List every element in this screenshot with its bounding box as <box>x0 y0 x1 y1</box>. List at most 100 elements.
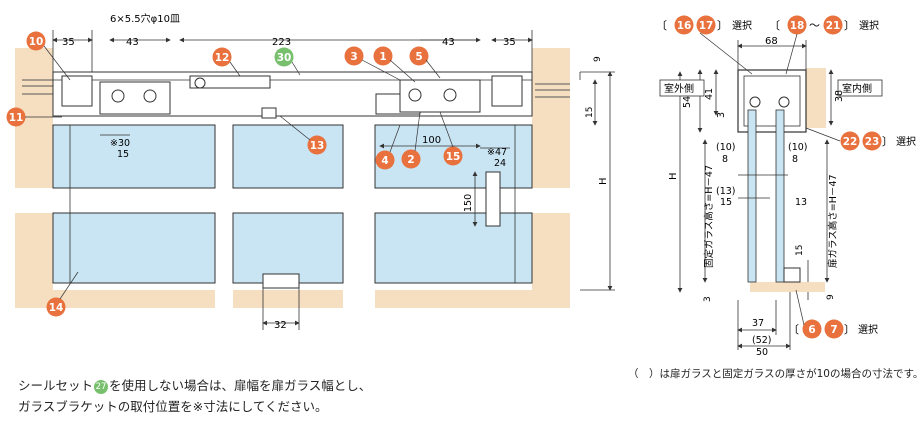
bracket-open-16: 〔 <box>656 19 667 32</box>
dim-38: 38 <box>834 90 845 102</box>
callout-4: 4 <box>375 150 395 170</box>
fixed-glass-left <box>52 124 216 189</box>
offset-left-value: 15 <box>117 149 129 160</box>
callout-7: 7 <box>824 319 844 339</box>
door-glass-right-lower <box>374 212 533 284</box>
dim-10a: (10) <box>716 142 736 153</box>
callout-14: 14 <box>46 297 66 317</box>
dim-15-bottom: 15 <box>795 245 805 256</box>
dim-8a: 8 <box>722 154 728 165</box>
callout-17: 17 <box>696 15 716 35</box>
mid-wall-bottom <box>233 290 343 308</box>
right-wall <box>532 48 570 188</box>
hole-spec: 6×5.5穴φ10皿 <box>110 12 180 25</box>
callout-5: 5 <box>409 46 429 66</box>
svg-text:17: 17 <box>699 20 714 32</box>
svg-text:15: 15 <box>446 151 461 163</box>
svg-text:30: 30 <box>277 52 292 64</box>
dim-52: (52) <box>752 335 772 346</box>
bracket-open-6: 〔 <box>788 323 799 336</box>
offset-left-marker: ※30 <box>110 138 130 149</box>
note-line1-post: を使用しない場合は、扉幅を扉ガラス幅とし、 <box>109 378 372 393</box>
callout-30: 30 <box>274 47 294 67</box>
callout-11: 11 <box>6 107 26 127</box>
dim-32: 32 <box>274 320 287 331</box>
outdoor-label: 室外側 <box>664 82 694 95</box>
svg-text:12: 12 <box>215 52 230 64</box>
svg-text:6: 6 <box>808 324 815 336</box>
dim-37: 37 <box>752 318 764 329</box>
callout-22: 22 <box>840 131 860 151</box>
bracket-open-18: 〔 <box>769 19 780 32</box>
select-22: 選択 <box>896 135 916 148</box>
dim-3-top: 3 <box>716 112 727 118</box>
dim-41: 41 <box>704 88 715 100</box>
offset-right-marker: ※47 <box>487 147 507 158</box>
callout-10: 10 <box>26 31 46 51</box>
bracket-close-22: 〕 <box>882 135 893 148</box>
dim-54: 54 <box>682 96 693 108</box>
section-floor-guide <box>783 267 801 283</box>
dim-9: 9 <box>593 56 603 62</box>
door-glass-height: 扉ガラス高さ=H－47 <box>827 174 839 268</box>
dim-right: 35 <box>503 37 516 48</box>
door-glass-mid <box>232 124 344 189</box>
left-wall-bottom <box>15 290 215 308</box>
dim-68: 68 <box>765 36 778 47</box>
section-fixed-glass <box>747 109 757 283</box>
bracket-close-16: 〕 <box>717 19 728 32</box>
callout-2: 2 <box>401 149 421 169</box>
indoor-label-box <box>837 79 883 97</box>
indoor-label: 室内側 <box>842 82 872 95</box>
section-view: 室外側 室内側 68 54 41 3 38 (10) 8 (10) 8 (13)… <box>656 15 916 358</box>
note-line2: ガラスブラケットの取付位置を※寸法にしてください。 <box>18 399 328 414</box>
dim-13a: (13) <box>716 186 736 197</box>
section-wall-right <box>806 68 826 128</box>
svg-text:21: 21 <box>826 20 841 32</box>
dim-150: 150 <box>463 194 474 212</box>
front-view: 35 43 223 43 35 6×5.5穴φ10皿 9 15 H ※30 15… <box>15 12 615 331</box>
svg-text:22: 22 <box>843 136 858 148</box>
svg-text:4: 4 <box>381 155 388 167</box>
select-18: 選択 <box>859 19 879 32</box>
callout-16: 16 <box>674 15 694 35</box>
door-glass-mid-lower <box>232 212 344 284</box>
callout-1: 1 <box>373 46 393 66</box>
note-right: （ ）は扉ガラスと固定ガラスの厚さが10の場合の寸法です。 <box>628 368 923 380</box>
select-16: 選択 <box>732 19 752 32</box>
svg-text:16: 16 <box>677 20 692 32</box>
callout-6: 6 <box>802 319 822 339</box>
svg-text:1: 1 <box>379 51 386 63</box>
callout-3: 3 <box>344 46 364 66</box>
dim-15: 15 <box>720 197 732 208</box>
dim-15-right: 15 <box>585 107 595 118</box>
svg-text:23: 23 <box>865 136 880 148</box>
outdoor-label-box <box>659 79 705 97</box>
callout-18: 18 <box>787 15 807 35</box>
fixed-glass-left-lower <box>52 212 216 284</box>
callout-21: 21 <box>823 15 843 35</box>
floor-guide <box>262 273 300 289</box>
section-floor <box>750 282 825 292</box>
callout-15: 15 <box>443 146 463 166</box>
tilde: ～ <box>809 19 820 32</box>
dim-8b: 8 <box>792 154 798 165</box>
svg-text:10: 10 <box>29 36 44 48</box>
svg-text:14: 14 <box>49 302 64 314</box>
svg-text:18: 18 <box>790 20 805 32</box>
fixed-glass-height: 固定ガラス高さ=H－47 <box>703 165 715 268</box>
dim-50: 50 <box>756 347 768 358</box>
dim-10b: (10) <box>788 142 808 153</box>
dim-13b: 13 <box>795 197 807 208</box>
dim-left: 35 <box>62 37 75 48</box>
right-wall-bottom <box>375 290 570 308</box>
svg-text:7: 7 <box>830 324 837 336</box>
svg-text:2: 2 <box>407 154 414 166</box>
offset-right-value: 24 <box>494 158 506 169</box>
callout-13: 13 <box>307 135 327 155</box>
dim-h-front: H <box>598 177 609 185</box>
dim-3-bottom: 3 <box>703 296 713 302</box>
callout-23: 23 <box>862 131 882 151</box>
